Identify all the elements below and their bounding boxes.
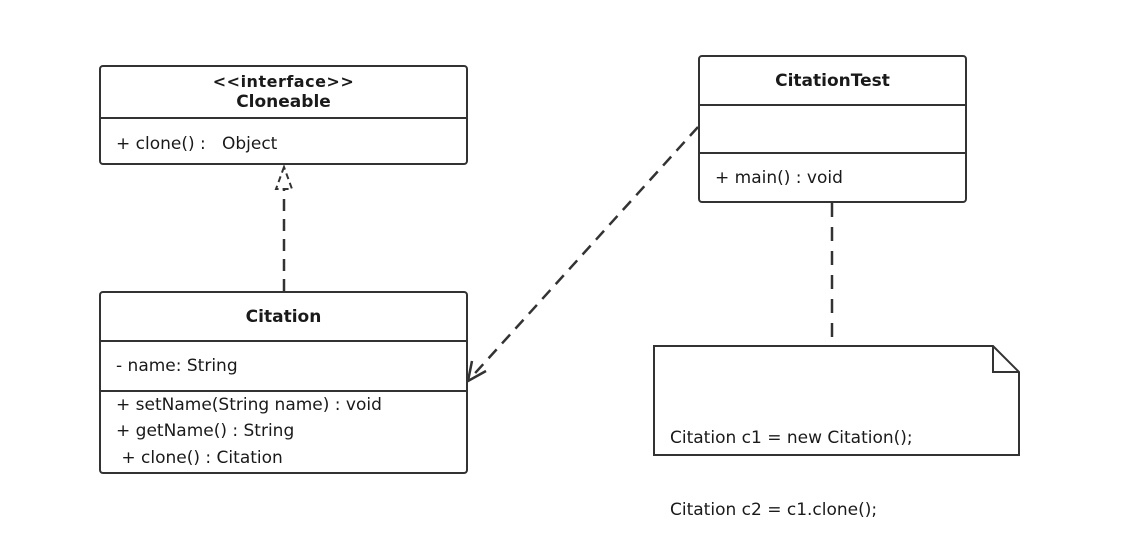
citation-test-class-box[interactable]: CitationTest + main() : void xyxy=(698,55,967,203)
note-text: Citation c1 = new Citation(); Citation c… xyxy=(670,378,913,546)
realization-arrowhead xyxy=(274,164,294,190)
citation-test-header: CitationTest xyxy=(700,57,965,106)
citation-class-box[interactable]: Citation - name: String + setName(String… xyxy=(99,291,468,474)
note-line: Citation c2 = c1.clone(); xyxy=(670,500,878,520)
dependency-line xyxy=(467,126,699,382)
dependency-arrowhead xyxy=(466,360,487,384)
citation-header: Citation xyxy=(101,293,466,342)
note-fold xyxy=(992,346,1019,373)
method-item: + setName(String name) : void xyxy=(116,395,382,415)
cloneable-methods: + clone() : Object xyxy=(101,119,466,156)
method-item: + getName() : String xyxy=(116,421,295,441)
citation-attributes: - name: String xyxy=(101,342,466,392)
cloneable-interface-box[interactable]: <<interface>> Cloneable + clone() : Obje… xyxy=(99,65,468,165)
connectors-layer xyxy=(274,126,1020,456)
method-item: + main() : void xyxy=(715,168,843,188)
note-line: Citation c1 = new Citation(); xyxy=(670,428,913,448)
cloneable-header: <<interface>> Cloneable xyxy=(101,67,466,119)
citation-test-methods: + main() : void xyxy=(700,154,965,190)
stereotype-label: <<interface>> xyxy=(212,72,355,91)
class-name: Cloneable xyxy=(236,92,331,112)
method-item: + clone() : Citation xyxy=(116,448,283,468)
citation-test-attributes xyxy=(700,106,965,154)
class-name: CitationTest xyxy=(775,70,890,91)
note-shape xyxy=(653,345,1020,456)
method-item: + clone() : Object xyxy=(116,134,278,154)
attribute-item: - name: String xyxy=(116,356,238,376)
citation-methods: + setName(String name) : void + getName(… xyxy=(101,392,466,472)
class-name: Citation xyxy=(245,306,322,327)
